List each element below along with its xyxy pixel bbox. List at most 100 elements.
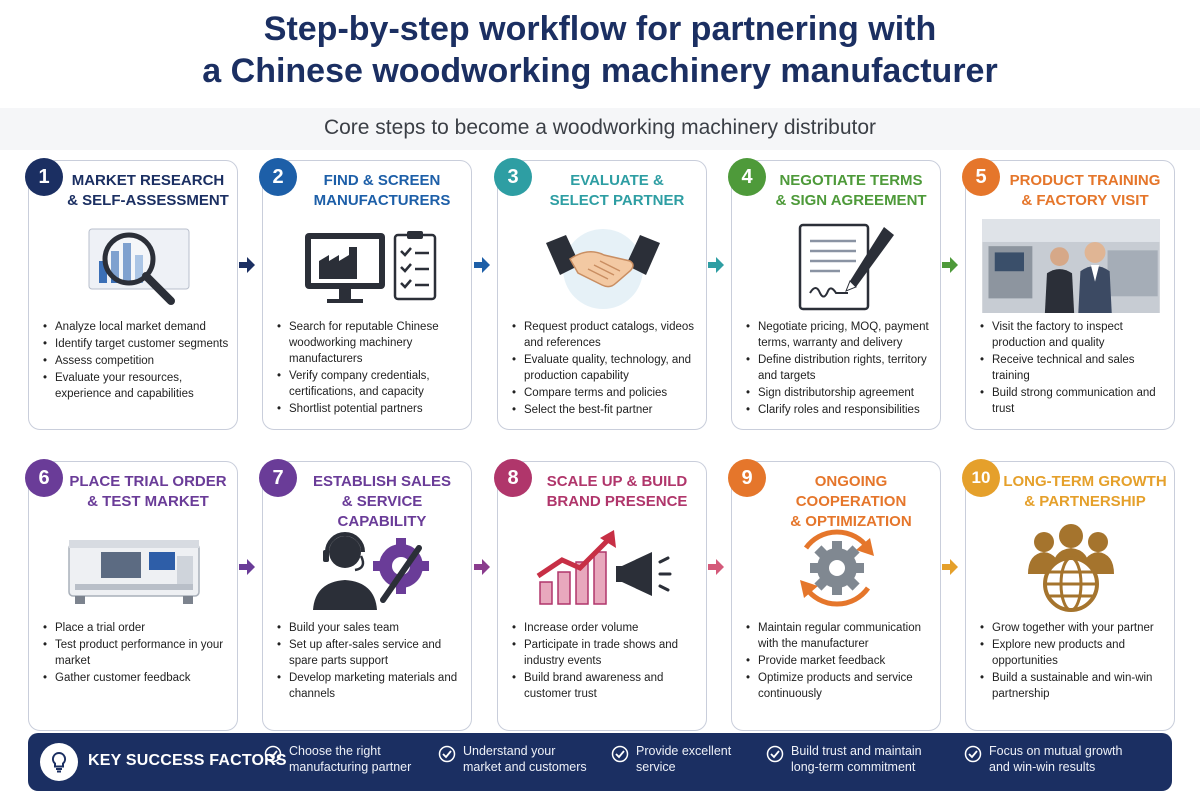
list-item: Select the best-fit partner (512, 402, 698, 418)
growth-chart-megaphone-icon (536, 530, 672, 605)
step-number-badge: 1 (25, 158, 63, 196)
check-circle-icon (264, 745, 282, 763)
step-bullets: Search for reputable Chinese woodworking… (277, 319, 463, 418)
step-title-line2: SELECT PARTNER (549, 192, 685, 209)
success-factor: Focus on mutual growth and win-win result… (964, 743, 1122, 783)
factor-line1: Build trust and maintain (791, 744, 922, 758)
arrow-right-icon (474, 257, 490, 273)
page-subtitle: Core steps to become a woodworking machi… (323, 116, 877, 139)
factory-monitor-checklist-icon (305, 231, 437, 303)
step-title: ONGOING COOPERATION & OPTIMIZATION (768, 472, 934, 532)
step-title-line2: & SIGN AGREEMENT (775, 192, 927, 209)
step-card-4: 4 NEGOTIATE TERMS & SIGN AGREEMENT Negot… (728, 158, 941, 430)
step-title-line2: & PARTNERSHIP (1024, 493, 1146, 510)
contract-pen-icon (798, 223, 894, 311)
success-factor: Choose the right manufacturing partner (264, 743, 411, 783)
factor-line1: Focus on mutual growth (989, 744, 1123, 758)
step-title: NEGOTIATE TERMS & SIGN AGREEMENT (768, 171, 934, 211)
step-bullets: Build your sales team Set up after-sales… (277, 620, 463, 703)
list-item: Negotiate pricing, MOQ, payment terms, w… (746, 319, 932, 351)
arrow-right-icon (474, 559, 490, 575)
list-item: Identify target customer segments (43, 336, 229, 352)
factor-line1: Choose the right (289, 744, 381, 758)
list-item: Provide market feedback (746, 653, 932, 669)
step-title-line1: LONG-TERM GROWTH (1003, 473, 1167, 490)
gear-cycle-icon (800, 529, 874, 607)
step-title-line2: & TEST MARKET (87, 493, 209, 510)
list-item: Search for reputable Chinese woodworking… (277, 319, 463, 367)
step-number-badge: 8 (494, 459, 532, 497)
step-title: PLACE TRIAL ORDER & TEST MARKET (65, 472, 231, 512)
list-item: Evaluate quality, technology, and produc… (512, 352, 698, 384)
factor-line1: Understand your (463, 744, 556, 758)
step-card-7: 7 ESTABLISH SALES & SERVICE CAPABILITY B… (259, 459, 472, 731)
step-card-6: 6 PLACE TRIAL ORDER & TEST MARKET Place … (25, 459, 238, 731)
step-card-1: 1 MARKET RESEARCH & SELF-ASSESSMENT Anal… (25, 158, 238, 430)
step-card-3: 3 EVALUATE & SELECT PARTNER Request prod… (494, 158, 707, 430)
support-agent-gear-icon (313, 532, 429, 610)
list-item: Build a sustainable and win-win partners… (980, 670, 1166, 702)
arrow-right-icon (708, 257, 724, 273)
list-item: Sign distributorship agreement (746, 385, 932, 401)
step-title-line2: MANUFACTURERS (313, 192, 451, 209)
step-number-badge: 3 (494, 158, 532, 196)
step-title-line2: & SERVICE CAPABILITY (337, 493, 427, 530)
list-item: Optimize products and service continuous… (746, 670, 932, 702)
factor-line1: Provide excellent (636, 744, 732, 758)
step-number-badge: 6 (25, 459, 63, 497)
step-title: FIND & SCREEN MANUFACTURERS (299, 171, 465, 211)
magnifier-chart-icon (88, 228, 190, 305)
list-item: Receive technical and sales training (980, 352, 1166, 384)
step-title-line2: BRAND PRESENCE (546, 493, 688, 510)
step-title: SCALE UP & BUILD BRAND PRESENCE (534, 472, 700, 512)
list-item: Evaluate your resources, experience and … (43, 370, 229, 402)
step-title-line1: EVALUATE & (570, 172, 664, 189)
check-circle-icon (611, 745, 629, 763)
people-globe-icon (1028, 524, 1114, 612)
step-bullets: Place a trial order Test product perform… (43, 620, 229, 687)
list-item: Analyze local market demand (43, 319, 229, 335)
step-number-badge: 4 (728, 158, 766, 196)
factor-line2: manufacturing partner (289, 760, 412, 774)
list-item: Maintain regular communication with the … (746, 620, 932, 652)
factor-line2: and win-win results (989, 760, 1096, 774)
check-circle-icon (766, 745, 784, 763)
factor-line2: market and customers (463, 760, 587, 774)
check-circle-icon (964, 745, 982, 763)
step-number-badge: 2 (259, 158, 297, 196)
step-title-line1: FIND & SCREEN (323, 172, 441, 189)
list-item: Increase order volume (512, 620, 698, 636)
step-card-10: 10 LONG-TERM GROWTH & PARTNERSHIP Grow t… (962, 459, 1175, 731)
subtitle-band (0, 108, 1200, 150)
success-factor: Provide excellent service (611, 743, 731, 783)
list-item: Build brand awareness and customer trust (512, 670, 698, 702)
list-item: Participate in trade shows and industry … (512, 637, 698, 669)
success-factor: Understand your market and customers (438, 743, 587, 783)
step-bullets: Visit the factory to inspect production … (980, 319, 1166, 418)
list-item: Verify company credentials, certificatio… (277, 368, 463, 400)
footer-title: KEY SUCCESS FACTORS (88, 752, 287, 769)
list-item: Visit the factory to inspect production … (980, 319, 1166, 351)
step-card-9: 9 ONGOING COOPERATION & OPTIMIZATION Mai… (728, 459, 941, 731)
list-item: Explore new products and opportunities (980, 637, 1166, 669)
step-card-2: 2 FIND & SCREEN MANUFACTURERS Search for… (259, 158, 472, 430)
list-item: Place a trial order (43, 620, 229, 636)
step-number-badge: 5 (962, 158, 1000, 196)
list-item: Develop marketing materials and channels (277, 670, 463, 702)
factor-line2: service (636, 760, 676, 774)
step-bullets: Request product catalogs, videos and ref… (512, 319, 698, 419)
list-item: Test product performance in your market (43, 637, 229, 669)
step-title: ESTABLISH SALES & SERVICE CAPABILITY (299, 472, 465, 532)
step-title-line2: & SELF-ASSESSMENT (67, 192, 229, 209)
step-bullets: Negotiate pricing, MOQ, payment terms, w… (746, 319, 932, 419)
step-bullets: Analyze local market demand Identify tar… (43, 319, 229, 403)
list-item: Set up after-sales service and spare par… (277, 637, 463, 669)
step-title-line2: & OPTIMIZATION (790, 513, 912, 530)
arrow-right-icon (708, 559, 724, 575)
list-item: Compare terms and policies (512, 385, 698, 401)
step-title-line1: ESTABLISH SALES (312, 473, 452, 490)
list-item: Build strong communication and trust (980, 385, 1166, 417)
page-title-line1: Step-by-step workflow for partnering wit… (263, 10, 937, 48)
step-bullets: Increase order volume Participate in tra… (512, 620, 698, 703)
